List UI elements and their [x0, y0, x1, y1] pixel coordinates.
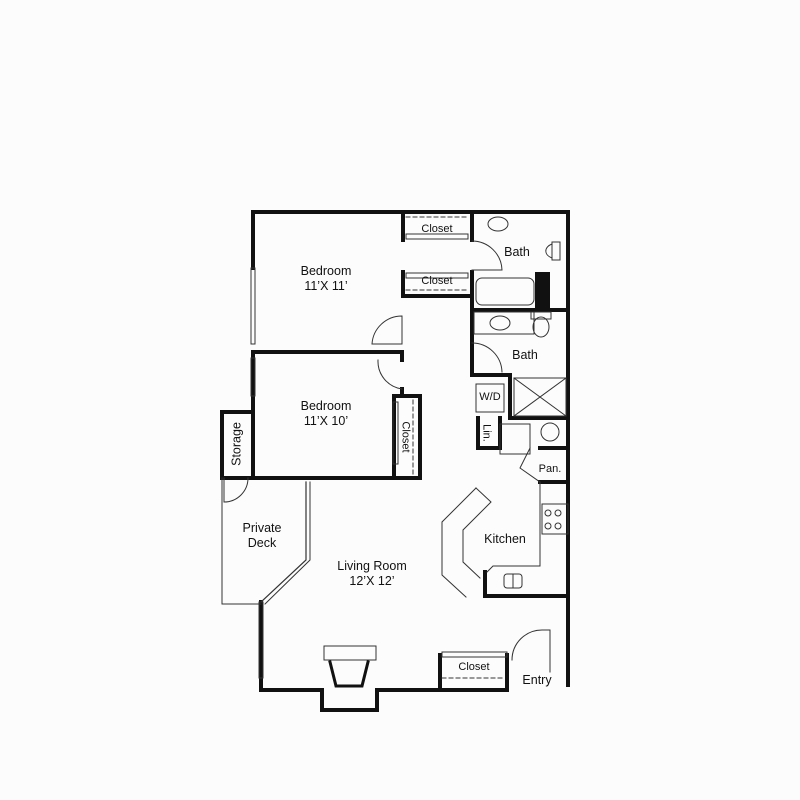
room-name: Bedroom [300, 399, 352, 413]
room-label-entry: Entry [522, 673, 552, 687]
room-label-bedroom1: Bedroom 11’X 11’ [301, 264, 352, 294]
pantry-label: Pan. [538, 463, 562, 475]
closet-label-1: Closet [421, 223, 453, 235]
fixtures [221, 216, 569, 688]
room-label-deck: Private Deck [243, 521, 282, 551]
room-name: Private [242, 521, 282, 535]
room-label-bedroom2: Bedroom 11’X 10’ [301, 399, 352, 429]
washer-dryer-label: W/D [479, 391, 501, 403]
linen-label: Lin. [480, 424, 493, 442]
room-name: Living Room [337, 559, 407, 573]
exterior-walls [220, 210, 570, 712]
room-label-bath2: Bath [512, 348, 538, 362]
room-size: 11’X 10’ [303, 414, 349, 428]
room-label-storage: Storage [229, 422, 244, 466]
closet-label-2: Closet [421, 275, 453, 287]
room-name-line2: Deck [247, 536, 277, 550]
room-label-bath1: Bath [504, 245, 530, 259]
closet-label-3: Closet [399, 421, 412, 453]
closet-label-4: Closet [458, 661, 490, 673]
room-size: 11’X 11’ [304, 279, 348, 293]
room-name: Bedroom [300, 264, 352, 278]
room-label-kitchen: Kitchen [484, 532, 526, 546]
room-label-living: Living Room 12’X 12’ [337, 559, 406, 589]
room-size: 12’X 12’ [349, 574, 395, 588]
